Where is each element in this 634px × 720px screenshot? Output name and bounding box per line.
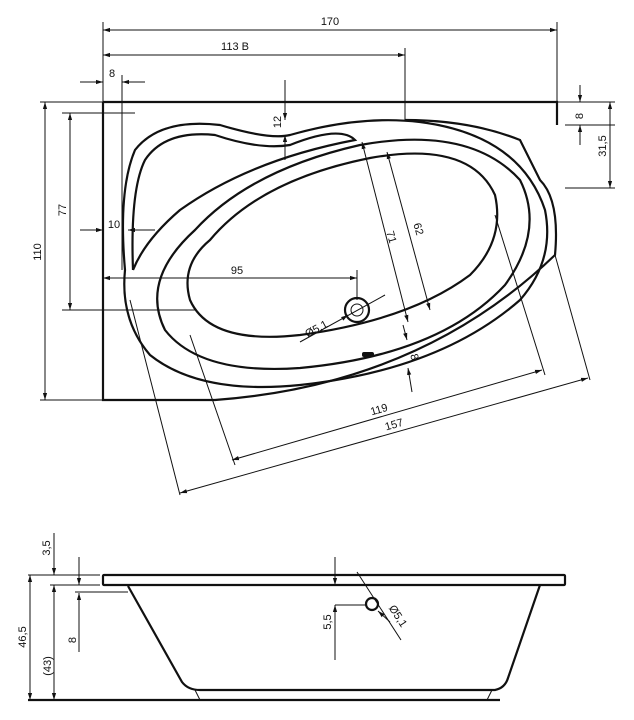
basin-outer <box>156 138 531 371</box>
dim-113b: 113 B <box>221 41 249 53</box>
dim-10: 10 <box>108 219 120 231</box>
overflow-mark <box>362 352 374 357</box>
dim-8-side: 8 <box>67 637 79 643</box>
dim-8-right: 8 <box>574 113 586 119</box>
dim-3-5: 3,5 <box>41 540 53 555</box>
dim-77: 77 <box>57 204 69 216</box>
dim-71: 71 <box>383 230 398 245</box>
overflow-icon <box>364 596 380 612</box>
rim <box>101 573 567 587</box>
dim-157: 157 <box>384 417 405 434</box>
seat-outline <box>131 132 358 271</box>
dim-119: 119 <box>369 402 389 418</box>
dim-170: 170 <box>321 16 339 28</box>
dim-8-bottom: 8 <box>407 353 420 362</box>
top-view: 170 113 B 8 12 8 31,5 77 110 10 95 71 62… <box>32 16 615 496</box>
dim-95: 95 <box>231 265 243 277</box>
dim-drain-diameter: Ø5,1 <box>303 318 330 340</box>
side-view: 3,5 46,5 (43) 8 5,5 Ø5,1 <box>17 533 567 702</box>
dim-8-left: 8 <box>109 68 115 80</box>
dim-62: 62 <box>410 222 425 237</box>
dim-overflow-diameter: Ø5,1 <box>386 603 409 630</box>
dim-5-5: 5,5 <box>322 614 334 629</box>
dim-43: (43) <box>42 656 54 676</box>
tub-body <box>127 584 542 692</box>
rim-outline <box>121 119 549 389</box>
dim-46-5: 46,5 <box>17 626 29 647</box>
dim-12: 12 <box>272 116 284 128</box>
basin-inner <box>186 152 499 338</box>
dim-31-5: 31,5 <box>597 135 609 156</box>
dim-110: 110 <box>32 243 44 261</box>
